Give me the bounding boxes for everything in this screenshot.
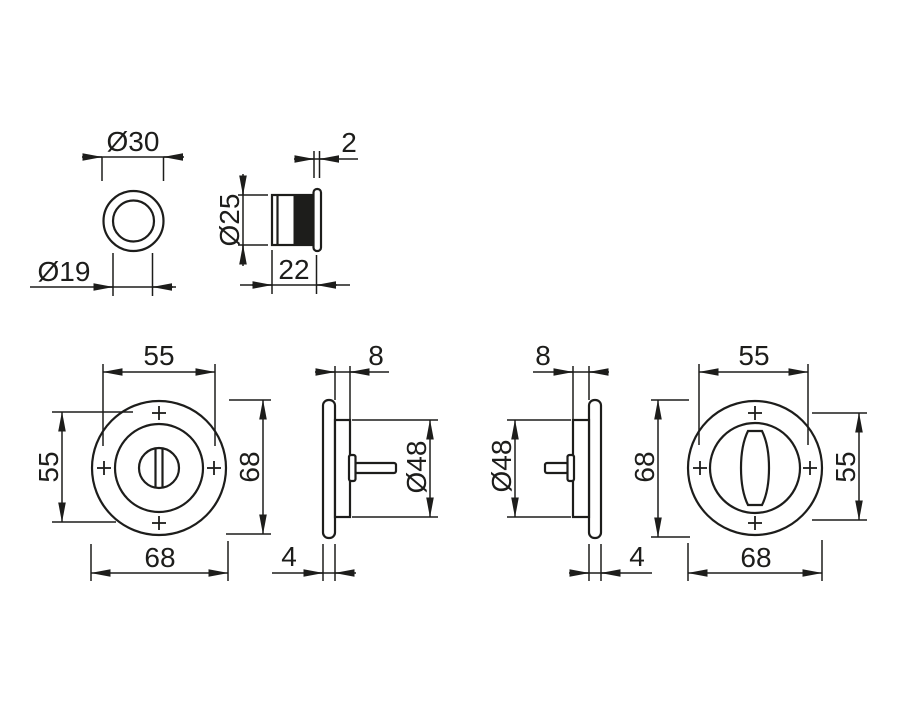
dim-label-release-fixing-centres-v: 55: [33, 451, 64, 482]
dim-label-bush-body-diameter: Ø25: [214, 194, 245, 247]
fixing-cross-marks: [693, 406, 817, 530]
bush-side-view: 2 Ø25 22: [214, 127, 358, 294]
thumbturn-side-body: [571, 418, 591, 519]
release-side-spindle: [353, 461, 398, 475]
dim-thumbturn-outer-diameter-h: 68: [687, 540, 823, 581]
bush-flange: [312, 187, 323, 253]
bush-knurled-section: [293, 194, 315, 246]
dim-label-release-fixing-centres-h: 55: [143, 340, 174, 371]
dim-bush-body-diameter: Ø25: [214, 174, 268, 266]
dim-label-bush-length: 22: [278, 254, 309, 285]
bush-front-view: Ø30 Ø19: [30, 126, 184, 296]
dim-bush-flange-thickness: 2: [294, 127, 358, 178]
release-rosette-front-view: 55 55 68 68: [33, 340, 271, 581]
dim-thumbturn-fixing-centres-h: 55: [698, 340, 809, 445]
dim-release-body-diameter: Ø48: [352, 419, 438, 518]
dim-label-thumbturn-flange-thickness: 4: [629, 541, 645, 572]
dim-label-thumbturn-fixing-centres-v: 55: [830, 451, 861, 482]
dim-label-thumbturn-outer-diameter-v: 68: [629, 451, 660, 482]
dim-label-release-flange-thickness: 4: [281, 541, 297, 572]
dim-bush-outer-diameter: Ø30: [82, 126, 184, 181]
release-side-spindle-collar: [347, 453, 357, 483]
dim-thumbturn-fixing-centres-v: 55: [812, 412, 867, 521]
thumbturn-rosette-side-view: 8 Ø48 4: [486, 340, 652, 581]
dim-thumbturn-projection: 8: [533, 340, 609, 420]
release-rosette-side-view: 8 Ø48 4: [272, 340, 438, 581]
dim-thumbturn-body-diameter: Ø48: [486, 419, 571, 518]
dim-label-thumbturn-outer-diameter-h: 68: [740, 542, 771, 573]
dim-label-thumbturn-projection: 8: [535, 340, 551, 371]
dim-label-release-outer-diameter-v: 68: [234, 451, 265, 482]
dim-label-thumbturn-fixing-centres-h: 55: [738, 340, 769, 371]
dim-release-fixing-centres-h: 55: [102, 340, 216, 446]
dim-label-thumbturn-body-diameter: Ø48: [486, 440, 517, 493]
thumbturn-rosette-front-view: 55 68 55 68: [629, 340, 867, 581]
dim-release-flange-thickness: 4: [272, 541, 356, 581]
release-side-body: [333, 418, 352, 519]
release-rosette-hub-circle: [137, 446, 181, 490]
dim-thumbturn-flange-thickness: 4: [569, 541, 652, 581]
thumbturn-side-spindle-collar: [566, 453, 576, 483]
dim-label-release-outer-diameter-h: 68: [144, 542, 175, 573]
thumbturn-side-spindle: [543, 461, 570, 475]
release-side-flange: [321, 398, 337, 540]
dim-label-release-projection: 8: [368, 340, 384, 371]
bush-inner-circle: [111, 199, 156, 243]
dim-thumbturn-outer-diameter-v: 68: [629, 399, 690, 538]
dim-label-bush-inner-diameter: Ø19: [38, 256, 91, 287]
thumbturn-knob: [739, 429, 771, 507]
dim-label-release-body-diameter: Ø48: [401, 441, 432, 494]
dim-bush-inner-diameter: Ø19: [30, 253, 176, 296]
thumbturn-side-flange: [587, 398, 603, 540]
dim-bush-length: 22: [240, 250, 350, 294]
dim-label-bush-flange-thickness: 2: [341, 127, 357, 158]
dim-release-fixing-centres-v: 55: [33, 411, 133, 523]
dim-release-projection: 8: [315, 340, 389, 420]
dim-release-outer-diameter-h: 68: [90, 541, 229, 581]
fixing-cross-marks: [97, 406, 221, 530]
dim-release-outer-diameter-v: 68: [226, 399, 271, 535]
dim-label-bush-outer-diameter: Ø30: [107, 126, 160, 157]
